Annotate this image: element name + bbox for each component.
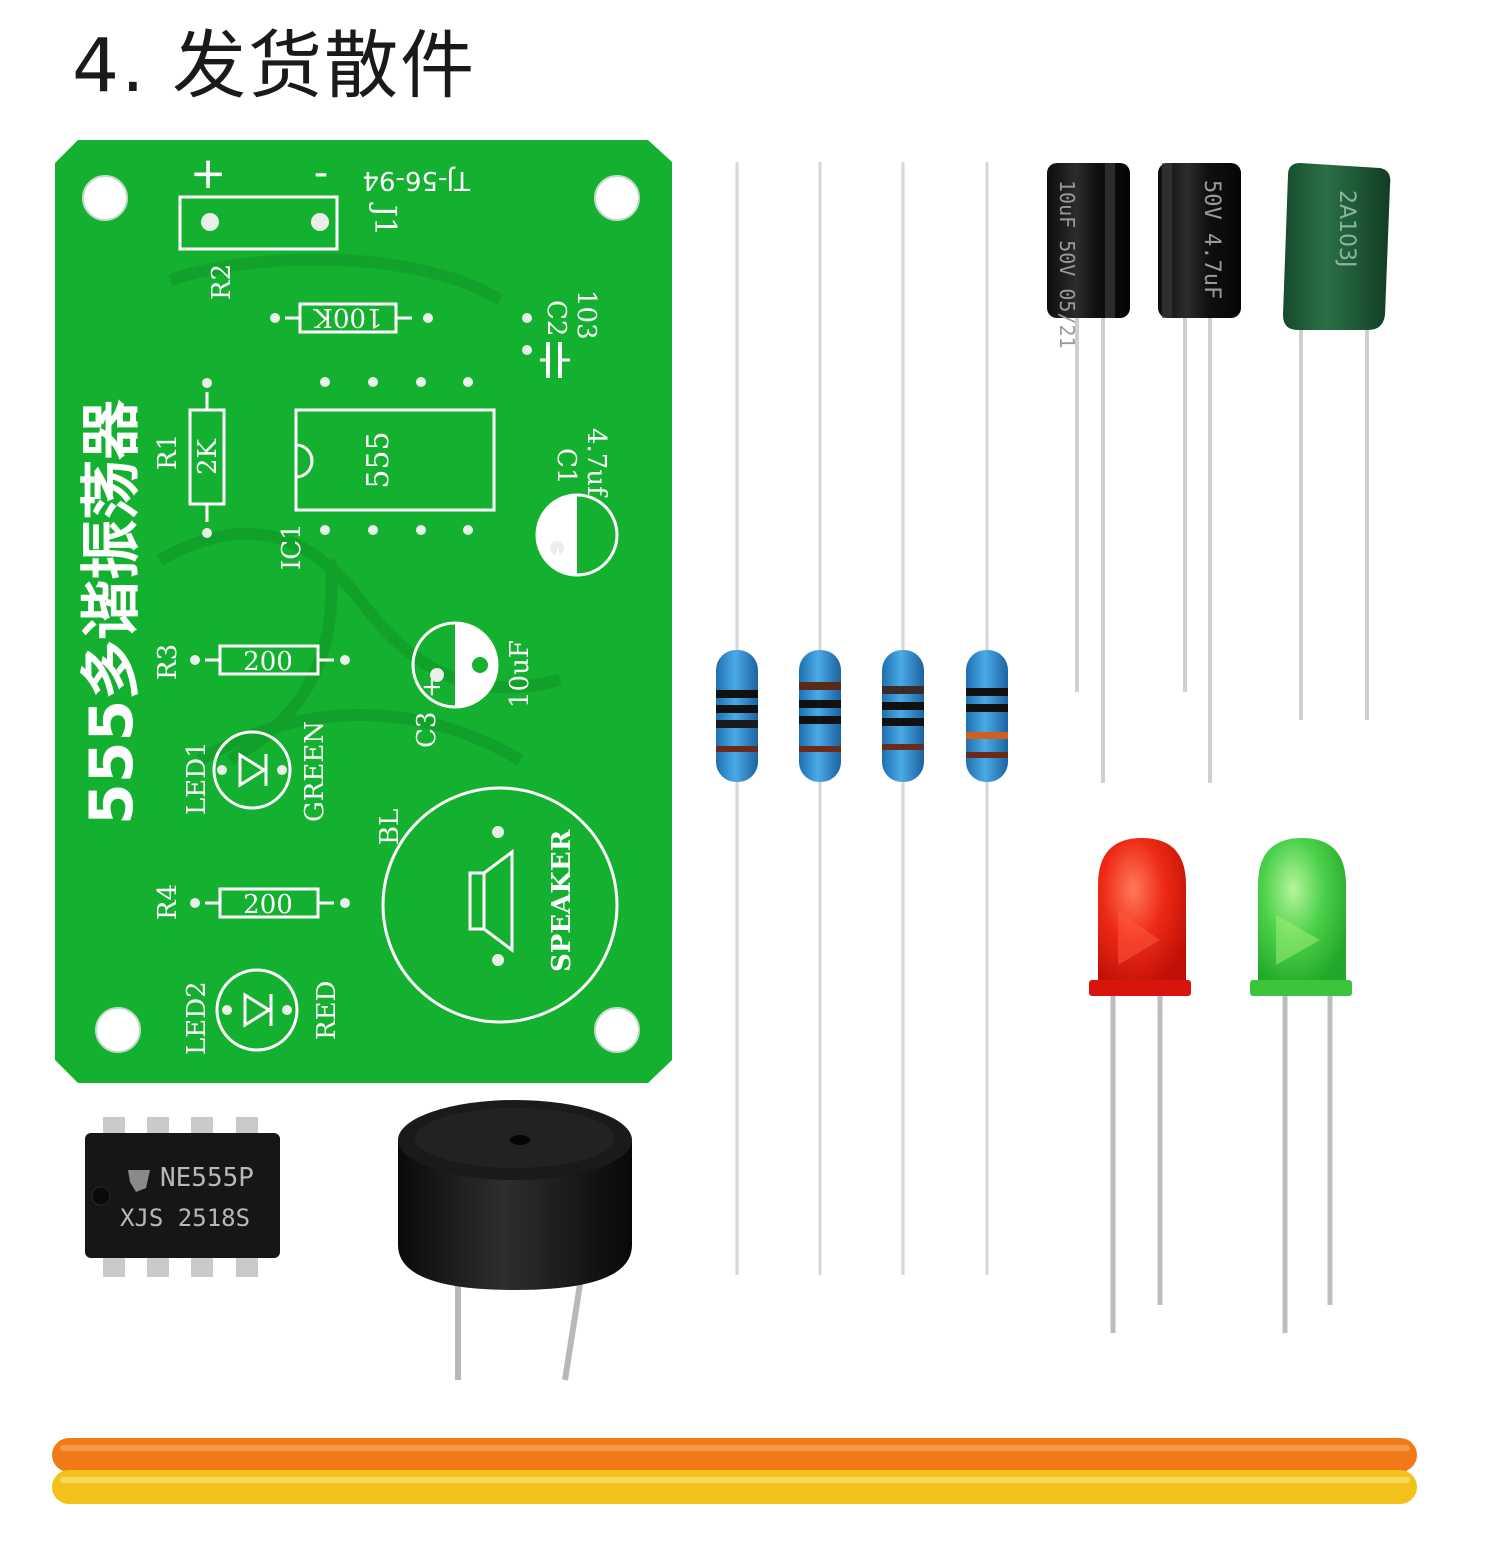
pcb-r1-value: 2K [193,438,223,475]
pcb-r2-value: 100K [313,302,383,332]
pcb-ic1-label: IC1 [277,523,307,570]
pcb-j1-label: J1 [367,202,402,236]
pcb-plus-label: + [190,148,227,199]
pcb-j1: + - J1 [178,148,402,251]
pcb-c2-label: C2 [541,300,571,336]
pcb-c1-plus: + [543,546,573,568]
pcb-led2-color: RED [312,981,342,1040]
pcb-r3: 200 R3 [153,644,350,680]
pcb-code: TJ-56-94 [362,165,471,195]
pcb-c3-label: C3 [412,712,442,748]
resistor-4 [966,650,1008,782]
pcb-c2-value: 103 [571,290,601,340]
pcb-speaker: BL SPEAKER [375,786,619,1024]
film-capacitor: 2A103J [1283,163,1391,720]
chip-line2: XJS 2518S [120,1204,250,1232]
pcb-led2: LED2 RED [182,968,342,1055]
pcb-minus-label: - [314,150,328,196]
resistor-3 [882,650,924,782]
pcb-bl-label: BL [375,809,405,845]
pcb-led2-label: LED2 [182,981,212,1055]
cap-4.7uf-text: 50V 4.7uF [1199,180,1224,299]
cap-10uf-text: 10uF 50V 05/21 [1055,180,1079,349]
buzzer [398,1100,632,1381]
pcb-c3-value: 10uF [505,640,535,708]
wire-yellow [52,1470,1417,1504]
pcb-c1-value: 4.7uf [581,428,611,498]
pcb-c2: C2 103 [522,290,601,378]
pcb-board-title: 555多谐振荡器 [77,399,147,825]
resistor-1 [716,650,758,782]
chip-line1: NE555P [160,1163,254,1193]
pcb-board: + - J1 TJ-56-94 100K R2 C2 103 [55,140,672,1083]
page-title: 4. 发货散件 [72,23,477,109]
electrolytic-capacitor-4.7uf: 50V 4.7uF [1158,163,1241,783]
resistors [716,162,1008,1275]
pcb-ic1-value: 555 [361,431,396,488]
pcb-r2: 100K R2 [207,264,433,334]
pcb-ic1: 555 IC1 [277,377,496,570]
pcb-r1: 2K R1 [153,378,226,538]
ti-logo-icon [128,1170,150,1192]
pcb-r1-label: R1 [153,434,183,470]
pcb-r4: 200 R4 [153,884,350,920]
pcb-r3-value: 200 [243,647,293,677]
pcb-c3-plus: + [417,676,447,698]
pcb-c1: + C1 4.7uf [535,428,619,577]
film-cap-text: 2A103J [1334,190,1359,268]
pcb-led1-label: LED1 [182,741,212,815]
pcb-r4-value: 200 [243,890,293,920]
pcb-r4-label: R4 [153,884,183,920]
pcb-c3: + C3 10uF [411,621,535,748]
mounting-holes [82,175,640,1053]
wire-orange [52,1438,1417,1472]
wires [52,1438,1417,1504]
ne555-chip: NE555P XJS 2518S [85,1117,280,1277]
resistor-2 [799,650,841,782]
pcb-c1-label: C1 [551,448,581,484]
electrolytic-capacitor-10uf: 10uF 50V 05/21 [1047,163,1130,783]
pcb-led1: LED1 GREEN [182,721,330,822]
led-red [1089,838,1191,1333]
pcb-speaker-label: SPEAKER [547,829,577,972]
led-green [1250,838,1352,1333]
pcb-r3-label: R3 [153,644,183,680]
pcb-led1-color: GREEN [300,721,330,822]
pcb-r2-label: R2 [207,264,237,300]
